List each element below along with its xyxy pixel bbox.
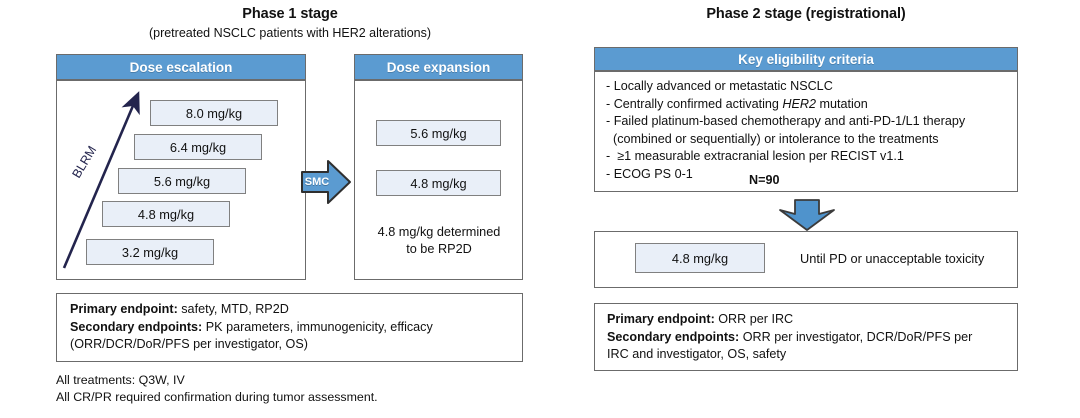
- eligibility-header: Key eligibility criteria: [594, 47, 1018, 71]
- phase1-primary-endpoint-line: Primary endpoint: safety, MTD, RP2D: [70, 301, 518, 319]
- phase2-endpoints-text: Primary endpoint: ORR per IRC Secondary …: [607, 311, 1011, 364]
- smc-arrow-label: SMC: [304, 176, 330, 188]
- eligibility-item-5: - ECOG PS 0-1: [606, 166, 1014, 184]
- treatment-duration: Until PD or unacceptable toxicity: [800, 251, 985, 266]
- phase1-secondary-endpoint-line2: (ORR/DCR/DoR/PFS per investigator, OS): [70, 337, 308, 351]
- phase2-primary-endpoint-label: Primary endpoint:: [607, 312, 715, 326]
- expansion-dose-5-6: 5.6 mg/kg: [376, 120, 501, 146]
- eligibility-item-4: - ≥1 measurable extracranial lesion per …: [606, 148, 1014, 166]
- smc-arrow-icon: [301, 160, 351, 204]
- blrm-label-wrap: BLRM: [56, 144, 112, 181]
- enrollment-count: N=90: [749, 173, 780, 187]
- phase2-secondary-endpoint-line2: IRC and investigator, OS, safety: [607, 347, 787, 361]
- phase2-secondary-endpoint-line: Secondary endpoints: ORR per investigato…: [607, 329, 1011, 347]
- phase1-footnote-2: All CR/PR required confirmation during t…: [56, 390, 378, 404]
- eligibility-item-1-pre: - Centrally confirmed activating: [606, 96, 783, 111]
- escalation-dose-8: 8.0 mg/kg: [150, 100, 278, 126]
- expansion-dose-4-8: 4.8 mg/kg: [376, 170, 501, 196]
- phase1-subtitle: (pretreated NSCLC patients with HER2 alt…: [148, 26, 432, 40]
- phase2-secondary-endpoint-value: ORR per investigator, DCR/DoR/PFS per: [739, 329, 973, 344]
- phase1-primary-endpoint-label: Primary endpoint:: [70, 302, 178, 316]
- escalation-dose-4-8: 4.8 mg/kg: [102, 201, 230, 227]
- eligibility-item-4-text: - ≥1 measurable extracranial lesion per …: [606, 149, 904, 163]
- phase1-secondary-endpoint-label: Secondary endpoints:: [70, 319, 203, 334]
- phase2-primary-endpoint-value: ORR per IRC: [714, 312, 794, 326]
- phase1-secondary-endpoint-value: PK parameters, immunogenicity, efficacy: [202, 319, 433, 334]
- phase2-endpoints-panel: [594, 303, 1018, 371]
- eligibility-item-0: - Locally advanced or metastatic NSCLC: [606, 78, 1014, 96]
- rp2d-note-line1: 4.8 mg/kg determined: [377, 225, 501, 239]
- phase1-primary-endpoint-value: safety, MTD, RP2D: [177, 302, 289, 316]
- eligibility-item-3-text: (combined or sequentially) or intoleranc…: [606, 131, 939, 146]
- escalation-dose-6-4: 6.4 mg/kg: [134, 134, 262, 160]
- phase1-footnote-1: All treatments: Q3W, IV: [56, 373, 185, 387]
- eligibility-item-0-text: - Locally advanced or metastatic NSCLC: [606, 79, 833, 93]
- eligibility-list: - Locally advanced or metastatic NSCLC -…: [606, 78, 1014, 183]
- phase1-title: Phase 1 stage: [242, 6, 338, 22]
- dose-escalation-header: Dose escalation: [56, 54, 306, 80]
- eligibility-panel: [594, 71, 1018, 192]
- phase2-title: Phase 2 stage (registrational): [706, 6, 906, 22]
- eligibility-item-2: - Failed platinum-based chemotherapy and…: [606, 113, 1014, 131]
- dose-expansion-header: Dose expansion: [354, 54, 523, 80]
- phase1-endpoints-panel: [56, 293, 523, 362]
- escalation-dose-5-6: 5.6 mg/kg: [118, 168, 246, 194]
- eligibility-item-5-text: - ECOG PS 0-1: [606, 166, 693, 181]
- eligibility-item-2-text: - Failed platinum-based chemotherapy and…: [606, 114, 966, 128]
- eligibility-item-1-post: mutation: [815, 96, 868, 111]
- phase1-endpoints-text: Primary endpoint: safety, MTD, RP2D Seco…: [70, 301, 518, 354]
- rp2d-note-line2: to be RP2D: [406, 242, 472, 256]
- phase2-primary-endpoint-line: Primary endpoint: ORR per IRC: [607, 311, 1011, 329]
- phase1-secondary-endpoint-line: Secondary endpoints: PK parameters, immu…: [70, 319, 518, 337]
- eligibility-item-3: (combined or sequentially) or intoleranc…: [606, 131, 1014, 149]
- escalation-dose-3-2: 3.2 mg/kg: [86, 239, 214, 265]
- phase2-secondary-endpoint-label: Secondary endpoints:: [607, 329, 740, 344]
- treatment-dose: 4.8 mg/kg: [635, 243, 765, 273]
- blrm-arrow-icon: [62, 91, 140, 269]
- eligibility-item-1-gene: HER2: [782, 96, 816, 111]
- eligibility-item-1: - Centrally confirmed activating HER2 mu…: [606, 96, 1014, 114]
- down-arrow-icon: [779, 199, 835, 231]
